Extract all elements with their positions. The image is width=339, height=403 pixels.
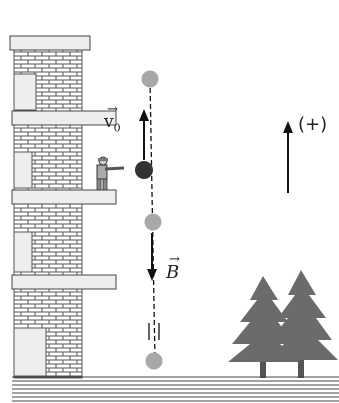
window <box>13 73 37 111</box>
velocity-b-arrow <box>147 233 157 281</box>
window <box>13 231 33 273</box>
ball-top <box>141 70 159 88</box>
window <box>13 151 33 189</box>
break-mark <box>148 323 160 340</box>
vector-mark: → <box>107 102 118 117</box>
building <box>9 35 117 379</box>
balcony-2 <box>11 189 117 205</box>
point-b-symbol: B <box>166 262 180 283</box>
window <box>13 327 47 377</box>
initial-velocity-label: →v0 <box>104 103 121 135</box>
ground <box>12 376 339 402</box>
ball-point-b <box>144 213 162 231</box>
roof-slab <box>9 35 91 51</box>
ball-launch <box>135 161 153 179</box>
velocity-symbol: v <box>104 112 114 132</box>
positive-direction-arrow <box>283 121 293 193</box>
positive-direction-label: (+) <box>298 114 328 135</box>
velocity-arrow <box>139 109 149 160</box>
vector-mark: → <box>169 252 180 267</box>
velocity-subscript: 0 <box>113 121 121 135</box>
person-icon <box>96 156 125 191</box>
balcony-1 <box>11 110 117 126</box>
balcony-3 <box>11 274 117 290</box>
ball-bottom <box>145 352 163 370</box>
trees <box>228 270 338 378</box>
point-b-label: →B <box>166 253 180 283</box>
